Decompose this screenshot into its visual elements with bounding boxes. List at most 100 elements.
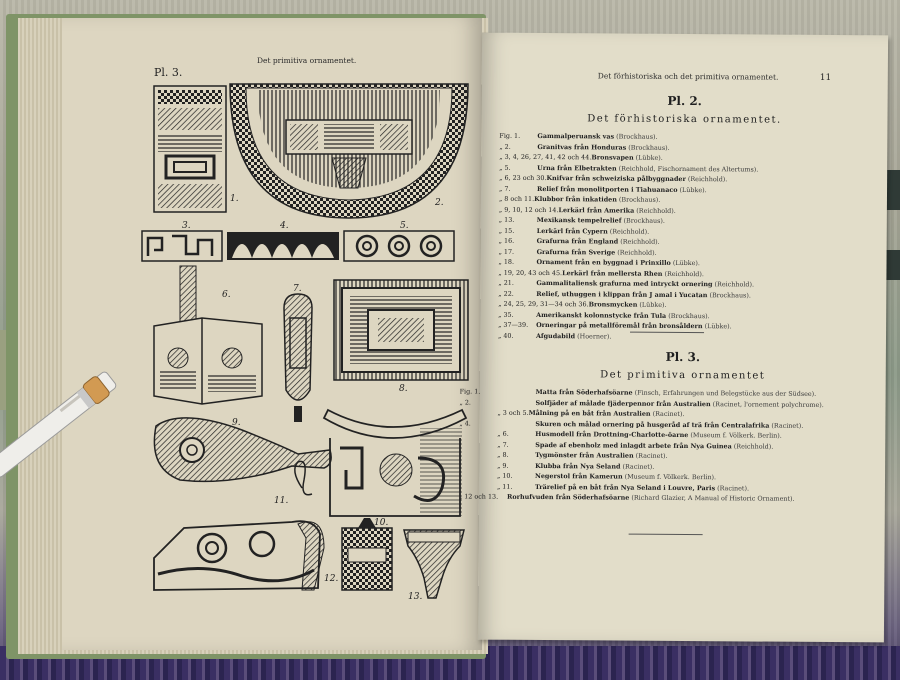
entry-figure-number: „ 35. bbox=[498, 310, 514, 319]
figure-label-4: 4. bbox=[280, 221, 289, 231]
entry-figure-number: „ 24, 25, 29, 31—34 och 36. bbox=[498, 299, 589, 309]
entry-source: (Brockhaus). bbox=[616, 195, 661, 204]
entry-title: Rorhufvuden från Söderhafsöarne bbox=[507, 492, 630, 502]
figure-list-pl3: Fig. 1.Matta från Söderhafsöarne (Finsch… bbox=[458, 387, 856, 505]
entry-title: Negerstol från Kamerun bbox=[535, 471, 623, 481]
entry-figure-number: „ 3 och 5. bbox=[497, 408, 529, 417]
entry-title: Granitvas från Honduras bbox=[537, 142, 627, 152]
entry-figure-number: „ 6, 23 och 30. bbox=[499, 173, 547, 183]
entry-figure-number: „ 40. bbox=[497, 331, 514, 340]
entry-title: Bronsvapen bbox=[591, 153, 634, 162]
entry-figure-number: „ 37—39. bbox=[498, 320, 529, 329]
entry-figure-number: „ 10. bbox=[497, 471, 513, 480]
pen bbox=[0, 371, 117, 478]
figure-13-rudder-head bbox=[403, 529, 465, 599]
entry-title: Klubba från Nya Seland bbox=[535, 461, 621, 471]
entry-title: Lerkärl från mellersta Rhen bbox=[562, 268, 663, 278]
entry-figure-number: „ 9. bbox=[497, 461, 509, 470]
section-subtitle-pl2: Det förhistoriska ornamentet. bbox=[587, 113, 782, 126]
entry-title: Amerikanskt kolonnstycke från Tula bbox=[536, 310, 667, 320]
entry-title: Lerkärl från Cypern bbox=[536, 226, 608, 235]
entry-source: (Brockhaus). bbox=[621, 216, 665, 225]
entry-source: (Richard Glazier, A Manual of Historic O… bbox=[629, 493, 795, 503]
entry-figure-number: „ 2. bbox=[459, 397, 472, 407]
entry-title: Skuren och målad ornering på husgeråd af… bbox=[535, 419, 770, 430]
left-page: Det primitiva ornamentet. Pl. 3. bbox=[62, 18, 482, 650]
entry-figure-number: „ 22. bbox=[498, 289, 514, 298]
entry-source: (Reichhold). bbox=[634, 206, 676, 215]
figure-2-fan bbox=[229, 83, 469, 219]
figure-label-3: 3. bbox=[182, 221, 191, 231]
right-page: Det förhistoriska och det primitiva orna… bbox=[458, 32, 889, 643]
entry-title: Klubbor från inkatiden bbox=[534, 194, 617, 204]
figure-label-5: 5. bbox=[400, 221, 409, 231]
figure-list-pl2: Fig. 1. Gammalperuansk vas (Brockhaus). „ … bbox=[498, 131, 759, 343]
entry-figure-number: „ 12 och 13. bbox=[458, 492, 499, 501]
entry-figure-number: „ 19, 20, 43 och 45. bbox=[498, 268, 563, 277]
figure-3-band bbox=[141, 230, 223, 262]
figure-label-8: 8. bbox=[399, 384, 408, 394]
entry-source: (Reichhold). bbox=[685, 175, 728, 184]
entry-source: (Lübke). bbox=[677, 185, 707, 194]
entry-title: Grafurna från Sverige bbox=[536, 247, 616, 257]
figure-label-7: 7. bbox=[293, 284, 302, 294]
figure-6-house-model bbox=[153, 265, 263, 405]
figure-5-band bbox=[343, 230, 455, 262]
figure-label-12: 12. bbox=[324, 574, 339, 584]
entry-title: Tygmönster från Australien bbox=[535, 450, 634, 460]
entry-title: Urna från Elbetrakten bbox=[537, 163, 617, 173]
entry-title: Grafurna från England bbox=[536, 236, 619, 246]
entry-source: (Racinet). bbox=[650, 409, 685, 419]
figure-7-spade bbox=[283, 293, 313, 422]
entry-title: Orneringar på metallföremål från bronsål… bbox=[536, 320, 703, 331]
entry-source: (Lübke). bbox=[670, 258, 701, 268]
entry-title: Trärelief på en båt från Nya Seland i Lo… bbox=[534, 482, 716, 492]
entry-source: (Racinet, l'ornement polychrome). bbox=[710, 399, 824, 409]
entry-title: Relief, uthuggen i klippan från J amal i… bbox=[536, 289, 708, 299]
entry-source: (Reichhold). bbox=[662, 269, 704, 278]
entry-source: (Reichhold). bbox=[618, 237, 660, 246]
figure-1-mat bbox=[153, 85, 227, 213]
left-plate-label: Pl. 3. bbox=[154, 66, 183, 79]
entry-source: (Brockhaus). bbox=[666, 311, 710, 320]
entry-figure-number: „ 3, 4, 26, 27, 41, 42 och 44. bbox=[499, 152, 592, 162]
entry-source: (Reichhold). bbox=[607, 226, 650, 236]
entry-source: (Racinet). bbox=[769, 421, 804, 430]
entry-figure-number: Fig. 1. bbox=[459, 387, 481, 396]
entry-source: (Reichhold, Fischornament des Altertums)… bbox=[616, 164, 759, 174]
entry-title: Gammalitaliensk grafurna med intryckt or… bbox=[536, 278, 713, 289]
entry-source: (Brockhaus). bbox=[626, 143, 670, 152]
entry-figure-number: „ 9, 10, 12 och 14. bbox=[498, 205, 559, 214]
entry-source: (Museum f. Völkerk. Berlin). bbox=[622, 472, 717, 482]
left-running-head: Det primitiva ornamentet. bbox=[257, 56, 357, 65]
entry-figure-number: „ 16. bbox=[498, 236, 515, 245]
entry-figure-number: „ 6. bbox=[497, 429, 509, 438]
right-running-head: Det förhistoriska och det primitiva orna… bbox=[597, 71, 779, 82]
figure-label-6: 6. bbox=[222, 290, 231, 300]
entry-source: (Racinet). bbox=[633, 451, 668, 460]
entry-figure-number: „ 18. bbox=[498, 257, 515, 266]
entry-source: (Brockhaus). bbox=[614, 132, 658, 141]
entry-source: (Reichhold). bbox=[615, 248, 657, 257]
section-subtitle-pl3: Det primitiva ornamentet bbox=[600, 369, 766, 382]
entry-source: (Lübke). bbox=[637, 300, 667, 309]
entry-figure-number: „ 21. bbox=[498, 278, 514, 287]
entry-title: Relief från monolitporten i Tiahuanaco bbox=[537, 184, 678, 194]
figure-label-10: 10. bbox=[374, 518, 389, 528]
entry-source: (Museum f. Völkerk. Berlin). bbox=[688, 431, 782, 440]
entry-title: Gammalperuansk vas bbox=[537, 131, 615, 141]
entry-title: Ornament från en byggnad i Prinxillo bbox=[536, 257, 671, 267]
plate-illustrations bbox=[141, 83, 469, 599]
entry-source: (Brockhaus). bbox=[707, 290, 751, 299]
entry-source: (Reichhold). bbox=[731, 441, 774, 451]
figure-8-cloth-pattern bbox=[333, 279, 469, 381]
figure-label-11: 11. bbox=[274, 496, 289, 506]
entry-title: Husmodell från Drottning-Charlotte-öarne bbox=[535, 429, 689, 440]
entry-figure-number: „ 17. bbox=[498, 247, 515, 256]
entry-figure-number: „ 11. bbox=[496, 482, 513, 491]
entry-source: (Racinet). bbox=[620, 462, 655, 471]
entry-figure-number: Fig. 1. bbox=[499, 131, 521, 140]
section-title-pl3: Pl. 3. bbox=[665, 349, 701, 365]
entry-title: Lerkärl från Amerika bbox=[558, 205, 635, 215]
page-number: 11 bbox=[819, 72, 832, 84]
